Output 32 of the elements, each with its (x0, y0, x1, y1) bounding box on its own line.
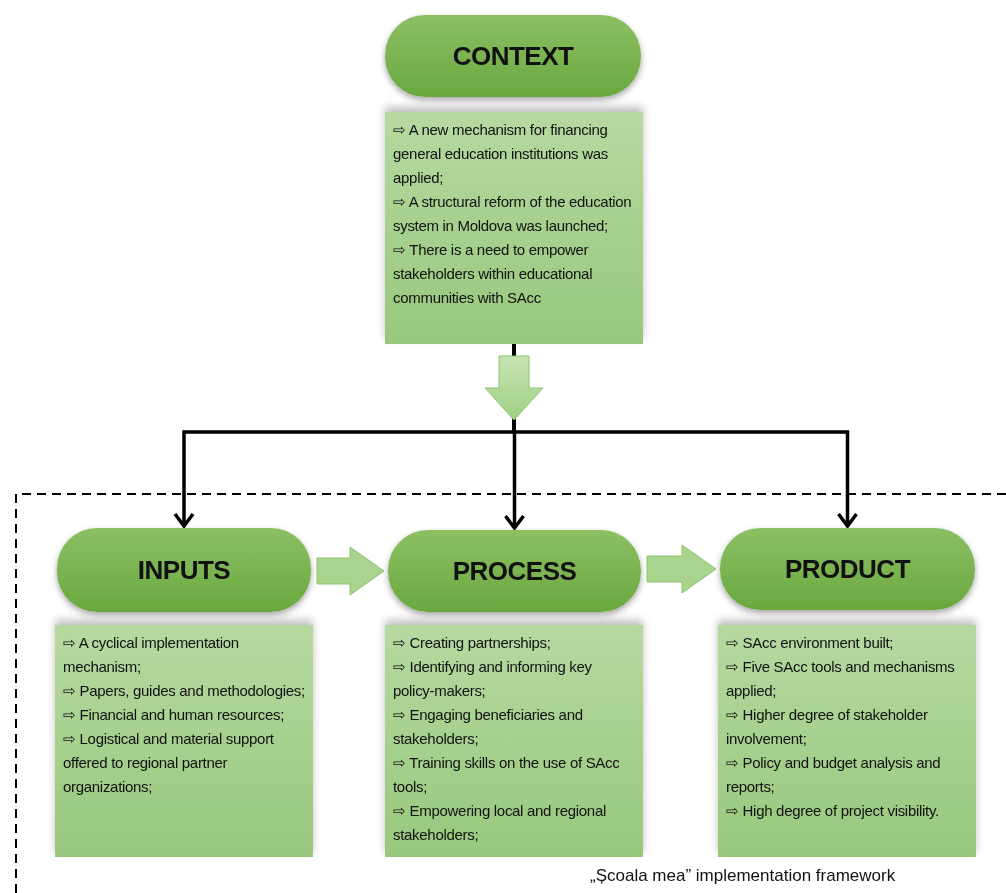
title-pill (57, 528, 311, 612)
bullet-item: ⇨ Empowering local and regional stakeholders; (393, 801, 607, 845)
bullet-item: ⇨ Policy and budget analysis and reports; (726, 753, 942, 797)
title-pill (385, 15, 641, 97)
bullet-item: ⇨ High degree of project visibility. (726, 801, 940, 821)
node-title: PRODUCT (784, 553, 911, 585)
bullet-item: ⇨ Engaging beneficiaries and stakeholders; (393, 705, 584, 749)
bullet-item: ⇨ Five SAcc tools and mechanisms applied; (726, 657, 956, 701)
text-panel (385, 625, 643, 857)
title-pill (388, 530, 641, 612)
node-title: CONTEXT (452, 40, 574, 72)
node-title: INPUTS (137, 554, 231, 586)
bullet-item: ⇨ Training skills on the use of SAcc tools; (393, 753, 621, 797)
bullet-item: ⇨ SAcc environment built; (726, 633, 895, 653)
text-panel (385, 112, 643, 344)
bullet-item: ⇨ Financial and human resources; (63, 705, 286, 725)
text-panel (55, 625, 313, 857)
title-pill (720, 528, 975, 610)
bullet-item: ⇨ A new mechanism for financing general education institutions was applied; (393, 120, 609, 188)
bullet-item: ⇨ Logistical and material support offered to regional partner organizations; (63, 729, 275, 797)
block-arrow (316, 546, 385, 596)
caption: „Școala mea” implementation framework (590, 866, 896, 886)
bullet-item: ⇨ There is a need to empower stakeholders within educational communities with SAcc (393, 240, 594, 308)
bullet-item: ⇨ A structural reform of the education system in Moldova was launched; (393, 192, 633, 236)
bullet-item: ⇨ A cyclical implementation mechanism; (63, 633, 240, 677)
bullet-item: ⇨ Creating partnerships; (393, 633, 552, 653)
block-arrow (646, 544, 717, 594)
bullet-item: ⇨ Identifying and informing key policy-makers; (393, 657, 593, 701)
text-panel (718, 625, 976, 857)
node-title: PROCESS (452, 555, 577, 587)
bullet-item: ⇨ Higher degree of stakeholder involvement; (726, 705, 929, 749)
bullet-item: ⇨ Papers, guides and methodologies; (63, 681, 305, 701)
